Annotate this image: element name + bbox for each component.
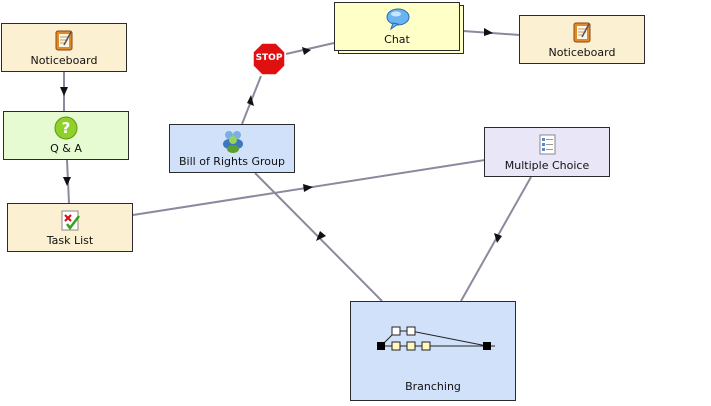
arrowhead-notice-qa (60, 87, 68, 96)
activity-chat[interactable]: Chat (334, 2, 460, 51)
arrowhead-group-stop (247, 95, 254, 106)
stop-sign-icon (252, 42, 286, 76)
activity-label: Noticeboard (30, 54, 98, 67)
connector-stop-chat (285, 42, 335, 55)
activity-label: Branching (405, 380, 461, 393)
chat-bubble-icon (385, 7, 410, 31)
activity-noticeboard-right[interactable]: Noticeboard (519, 15, 645, 64)
activity-label: Multiple Choice (504, 159, 590, 172)
stop-label: STOP (255, 53, 283, 63)
activity-label: Noticeboard (548, 46, 616, 59)
group-icon (220, 129, 244, 153)
arrowhead-branch-group (316, 231, 326, 241)
activity-label: Chat (384, 33, 410, 46)
activity-noticeboard-left[interactable]: Noticeboard (1, 23, 127, 72)
noticeboard-icon (52, 28, 76, 52)
activity-qa[interactable]: ? Q & A (3, 111, 129, 160)
arrowhead-qa-task (63, 177, 71, 186)
noticeboard-icon (570, 20, 594, 44)
arrowhead-task-mc (303, 184, 313, 192)
activity-label: Bill of Rights Group (179, 155, 285, 168)
stop-gate[interactable]: STOP (252, 42, 286, 76)
activity-task-list[interactable]: Task List (7, 203, 133, 252)
activity-bill-of-rights-group[interactable]: Bill of Rights Group (169, 124, 295, 173)
arrowhead-stop-chat (302, 47, 311, 55)
activity-branching[interactable]: Branching (350, 301, 516, 401)
task-list-icon (58, 208, 82, 232)
arrowhead-chat-notice (484, 28, 493, 36)
activity-label: Q & A (50, 142, 82, 155)
activity-label: Task List (46, 234, 94, 247)
branching-icon (377, 326, 495, 351)
activity-multiple-choice[interactable]: Multiple Choice (484, 127, 610, 177)
question-icon: ? (54, 116, 78, 140)
checklist-icon (535, 132, 559, 156)
svg-text:?: ? (62, 119, 71, 137)
arrowhead-mc-branch (494, 233, 502, 243)
